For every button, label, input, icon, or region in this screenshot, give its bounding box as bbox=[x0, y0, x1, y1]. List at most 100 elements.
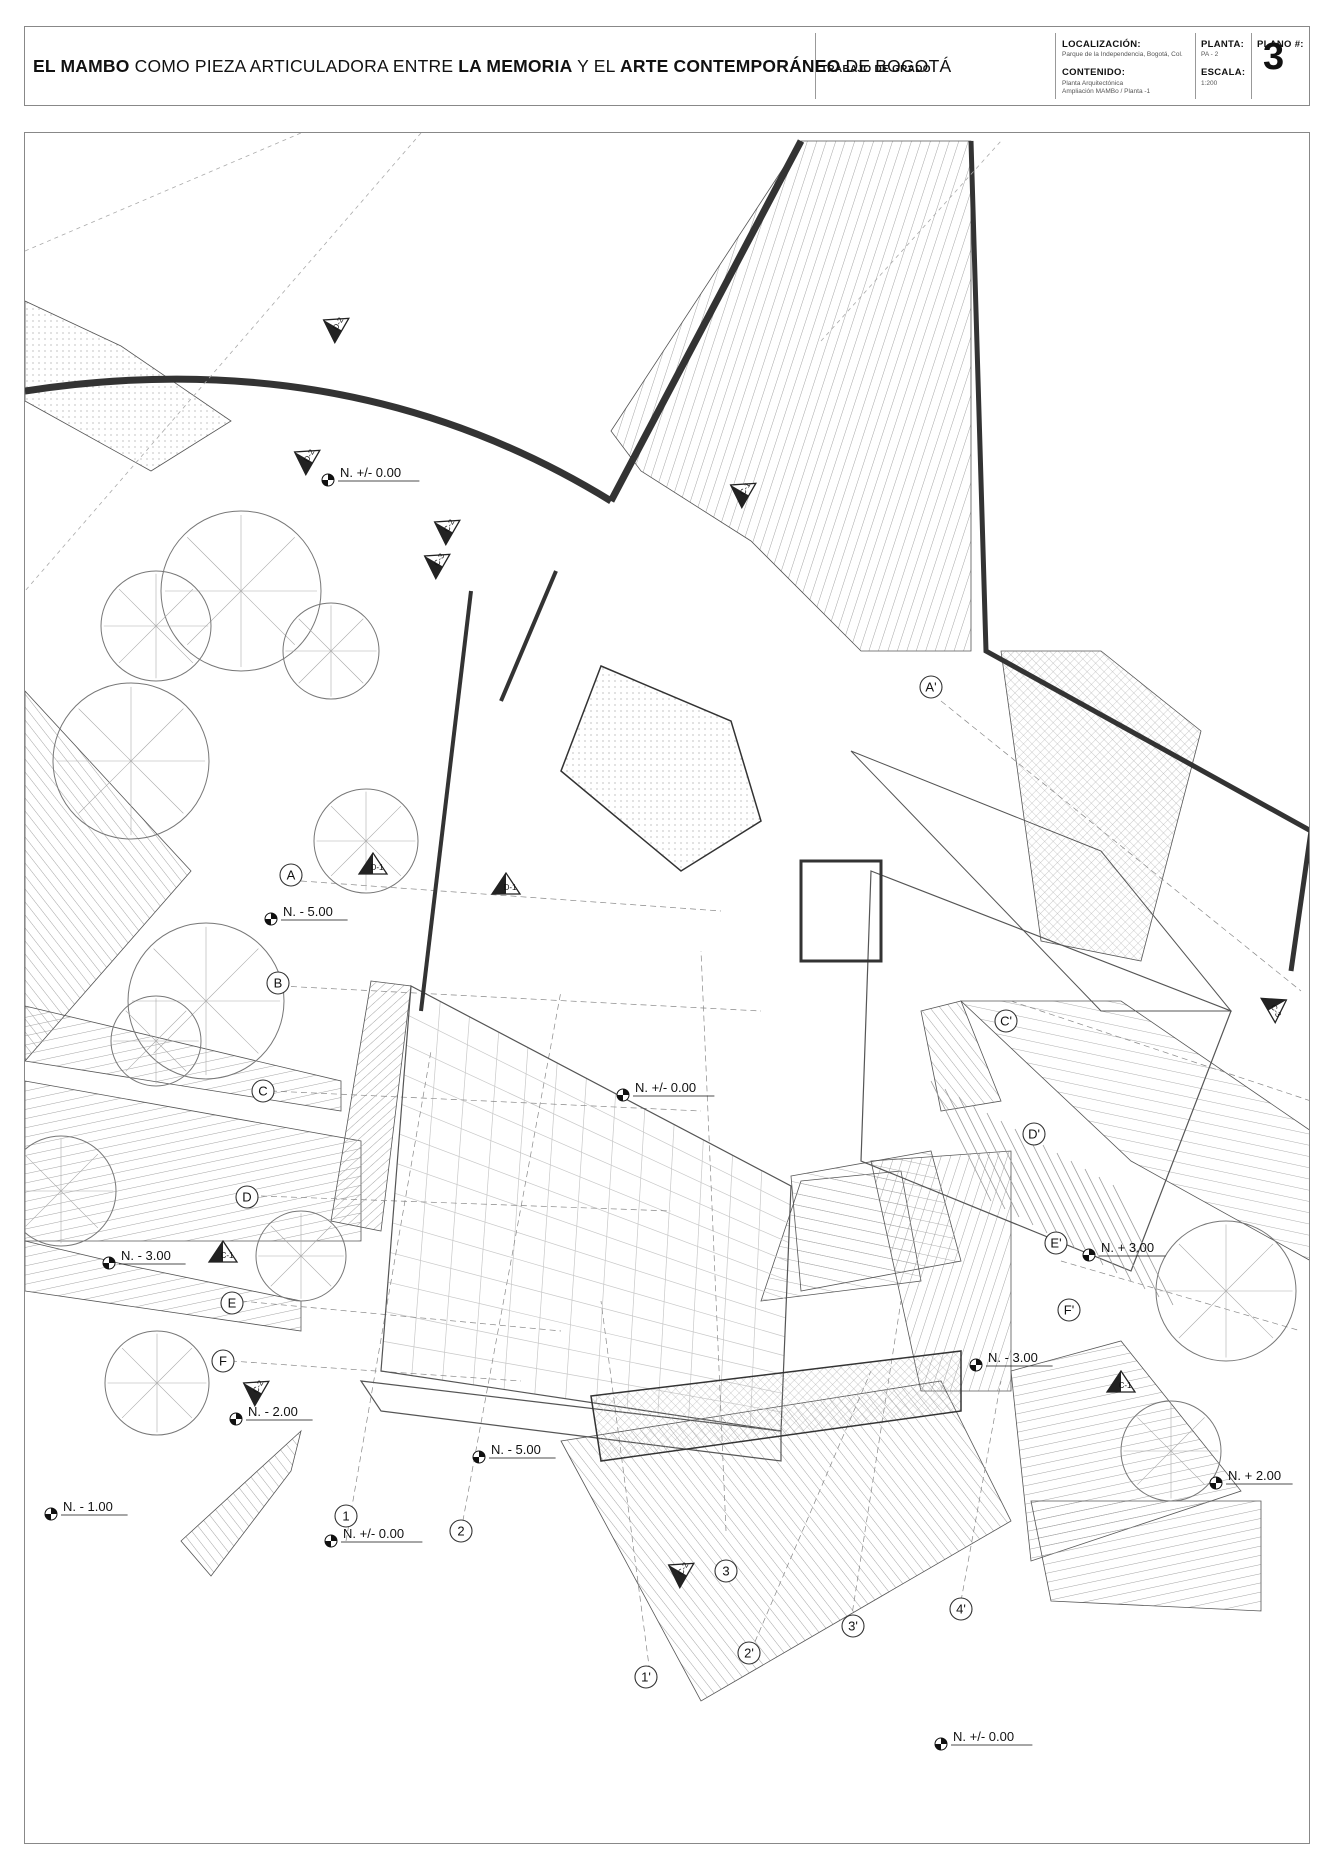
localizacion-label: LOCALIZACIÓN: bbox=[1062, 39, 1141, 50]
tree-branch bbox=[118, 625, 157, 664]
trees-layer bbox=[25, 510, 1297, 1502]
tree-branch bbox=[187, 537, 242, 592]
grid-bubble: D' bbox=[1022, 1122, 1046, 1146]
title-part: EL MAMBO bbox=[33, 56, 130, 76]
plaza-grid-line bbox=[401, 1104, 789, 1262]
tree-branch bbox=[300, 1255, 332, 1287]
tree-branch bbox=[25, 1190, 62, 1228]
tree-icon bbox=[104, 1330, 210, 1436]
seat-row bbox=[1000, 1120, 1062, 1242]
seat-row bbox=[1098, 1176, 1160, 1298]
title-part: COMO PIEZA ARTICULADORA ENTRE bbox=[129, 56, 459, 76]
level-marker-quadrant bbox=[935, 1744, 941, 1750]
axis-line bbox=[230, 1360, 522, 1382]
axis-line bbox=[240, 1300, 562, 1332]
level-marker: N. - 2.00 bbox=[229, 1404, 313, 1426]
tree-branch bbox=[155, 588, 194, 627]
core-shaft bbox=[799, 859, 883, 963]
title-part: Y EL bbox=[572, 56, 621, 76]
grid-bubble-circle bbox=[919, 675, 943, 699]
title-divider bbox=[1251, 33, 1252, 99]
grid-bubble: 2 bbox=[449, 1519, 473, 1543]
level-marker-label: N. - 3.00 bbox=[988, 1350, 1038, 1365]
building-outline bbox=[359, 570, 1233, 1462]
tree-branch bbox=[365, 840, 402, 877]
boundary-wall bbox=[968, 140, 1309, 833]
level-marker: N. - 5.00 bbox=[472, 1442, 556, 1464]
section-mark: D-1 bbox=[357, 851, 389, 875]
grid-bubble: 3 bbox=[714, 1559, 738, 1583]
grid-bubble-circle bbox=[949, 1597, 973, 1621]
grid-bubble-circle bbox=[994, 1009, 1018, 1033]
section-mark: C-3 bbox=[423, 551, 451, 581]
section-mark-fill bbox=[730, 485, 749, 508]
grid-bubble-circle bbox=[737, 1641, 761, 1665]
axis-line bbox=[280, 985, 762, 1012]
level-marker-quadrant bbox=[1089, 1249, 1095, 1255]
section-mark: D-1 bbox=[490, 871, 522, 895]
tree-branch bbox=[1225, 1243, 1274, 1292]
tree-branch bbox=[1170, 1417, 1205, 1452]
tree-branch bbox=[240, 590, 295, 645]
title-divider bbox=[815, 33, 816, 99]
level-marker-label: N. - 2.00 bbox=[248, 1404, 298, 1419]
tree-branch bbox=[298, 618, 332, 652]
hatch-zone bbox=[959, 1000, 1309, 1261]
tree-branch bbox=[1178, 1243, 1227, 1292]
tree-branch bbox=[130, 708, 184, 762]
wall-segment bbox=[499, 570, 558, 702]
section-mark-fill bbox=[492, 873, 506, 894]
tree-canopy bbox=[110, 995, 202, 1087]
grid-bubble-label: 1 bbox=[342, 1509, 349, 1524]
tree-icon bbox=[1120, 1400, 1222, 1502]
plaza-grid-line bbox=[688, 1139, 704, 1418]
title-divider bbox=[1055, 33, 1056, 99]
tree-branch bbox=[1225, 1290, 1274, 1339]
level-marker-quadrant bbox=[325, 1541, 331, 1547]
tree-branch bbox=[330, 840, 367, 877]
axis-line bbox=[460, 990, 562, 1532]
tree-branch bbox=[121, 1382, 158, 1419]
gallery-outline bbox=[850, 750, 1233, 1012]
section-mark: C-1 bbox=[1105, 1369, 1137, 1393]
tree-branch bbox=[1137, 1417, 1172, 1452]
plano-number: 3 bbox=[1263, 36, 1285, 78]
tree-canopy bbox=[1155, 1220, 1297, 1362]
hatch-zone bbox=[180, 1429, 302, 1577]
grid-bubble-label: 2 bbox=[457, 1524, 464, 1539]
level-marker-label: N. + 2.00 bbox=[1228, 1468, 1281, 1483]
grid-bubble-circle bbox=[251, 1079, 275, 1103]
plaza-grid-line bbox=[472, 1032, 500, 1385]
grid-bubble: E bbox=[220, 1291, 244, 1315]
level-marker-quadrant bbox=[623, 1089, 629, 1095]
title-part: ARTE CONTEMPORÁNEO bbox=[620, 56, 841, 76]
tree-branch bbox=[298, 650, 332, 684]
level-marker-label: N. +/- 0.00 bbox=[635, 1080, 696, 1095]
tree-icon bbox=[313, 788, 419, 894]
grid-bubble-circle bbox=[220, 1291, 244, 1315]
level-marker-label: N. +/- 0.00 bbox=[343, 1526, 404, 1541]
section-mark-fill bbox=[243, 1383, 262, 1406]
level-marker-quadrant bbox=[271, 913, 277, 919]
seat-row bbox=[1042, 1144, 1104, 1266]
plaza-grid-line bbox=[442, 1016, 470, 1381]
tree-canopy bbox=[160, 510, 322, 672]
grid-bubble-label: F' bbox=[1064, 1303, 1074, 1318]
tree-canopy bbox=[313, 788, 419, 894]
site-dashed-line bbox=[25, 133, 302, 252]
plaza-grid-line bbox=[394, 1192, 786, 1319]
hatch-zone bbox=[1030, 1500, 1262, 1612]
title-divider bbox=[1195, 33, 1196, 99]
section-mark-fill bbox=[424, 556, 443, 579]
level-marker-label: N. - 5.00 bbox=[283, 904, 333, 919]
tree-branch bbox=[125, 1040, 157, 1072]
seat-row bbox=[1028, 1136, 1090, 1258]
tree-icon bbox=[100, 570, 212, 682]
grid-bubble-label: B bbox=[274, 976, 283, 991]
tree-canopy bbox=[1120, 1400, 1222, 1502]
plaza-grid-line bbox=[403, 1074, 789, 1243]
level-marker-quadrant bbox=[1216, 1477, 1222, 1483]
section-mark: D-2 bbox=[322, 315, 350, 345]
